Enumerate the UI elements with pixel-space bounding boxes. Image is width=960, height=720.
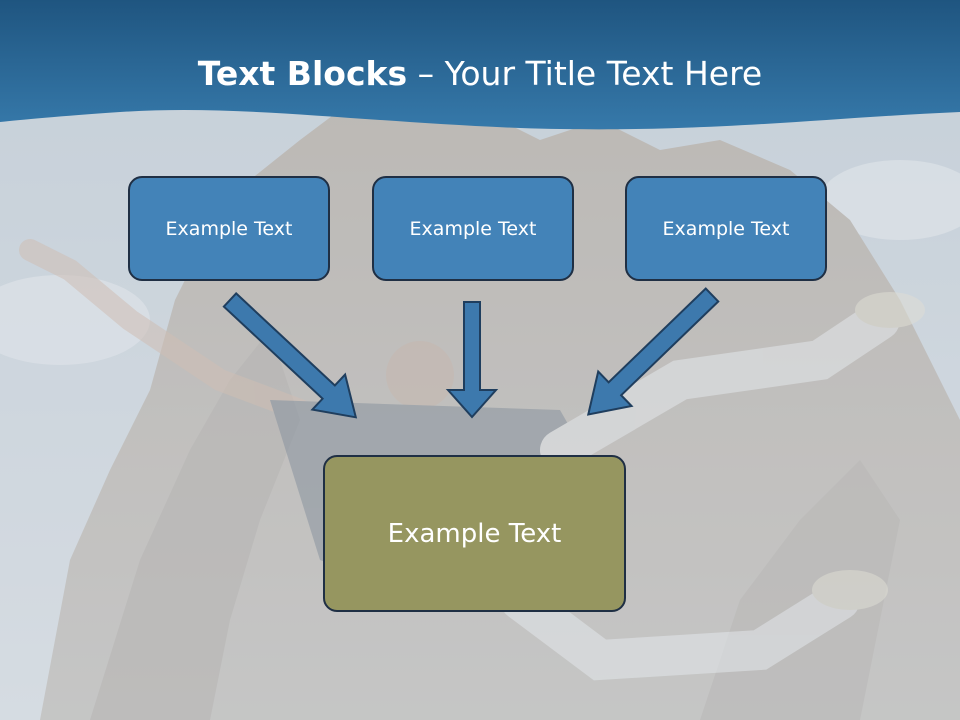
- slide-title: Text Blocks – Your Title Text Here: [0, 52, 960, 96]
- header-band: [0, 0, 960, 130]
- title-rest: Your Title Text Here: [444, 54, 763, 93]
- result-block[interactable]: Example Text: [323, 455, 626, 612]
- text-block-3[interactable]: Example Text: [625, 176, 827, 281]
- rock-shadow: [90, 330, 300, 720]
- cloud-shape: [820, 160, 960, 240]
- title-dash: –: [407, 54, 445, 93]
- title-bold: Text Blocks: [197, 54, 408, 93]
- text-block-1[interactable]: Example Text: [128, 176, 330, 281]
- text-block-2[interactable]: Example Text: [372, 176, 574, 281]
